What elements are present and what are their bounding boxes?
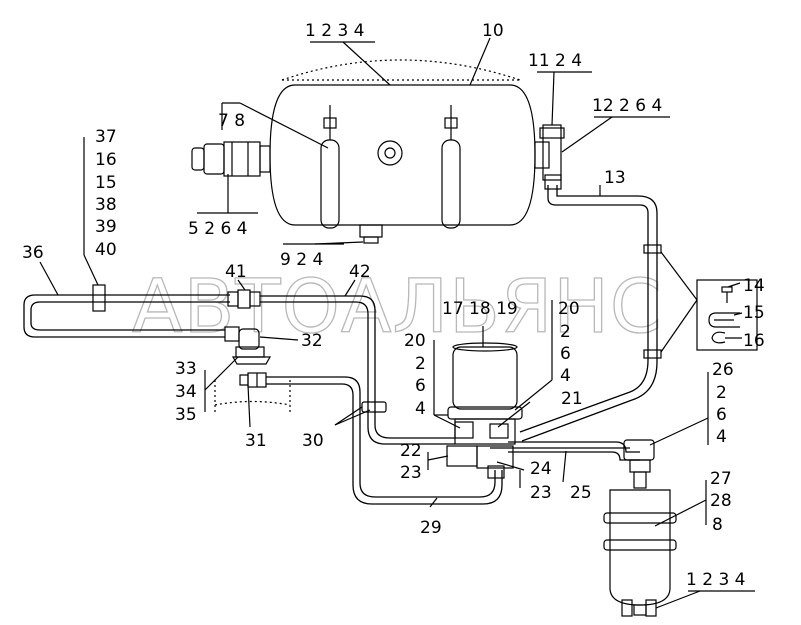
label-1-2-3-4-bottom: 1 2 3 4 [686, 570, 745, 590]
clamp-icon [708, 312, 740, 328]
label-15-left: 15 [95, 173, 117, 193]
label-17-18-19: 17 18 19 [442, 299, 518, 319]
label-34: 34 [175, 382, 197, 402]
label-35: 35 [175, 405, 197, 425]
valve-assembly-18 [446, 342, 523, 479]
fitting-26 [623, 439, 655, 489]
label-26: 26 [712, 360, 734, 380]
label-36: 36 [22, 243, 44, 263]
label-24: 24 [530, 459, 552, 479]
label-27: 27 [710, 469, 732, 489]
label-39: 39 [95, 217, 117, 237]
pipe-clamp-36 [92, 284, 106, 312]
label-33: 33 [175, 359, 197, 379]
label-23-left: 23 [400, 463, 422, 483]
label-4-c: 4 [716, 427, 727, 447]
label-32: 32 [301, 331, 323, 351]
label-31: 31 [245, 431, 267, 451]
label-16-right: 16 [743, 331, 765, 351]
fitting-41 [227, 289, 455, 445]
label-20-left: 20 [404, 331, 426, 351]
label-13: 13 [604, 168, 626, 188]
label-25: 25 [570, 483, 592, 503]
receiver-left-fitting [191, 141, 271, 177]
label-37: 37 [95, 127, 117, 147]
label-4-right: 4 [560, 366, 571, 386]
label-4-left: 4 [415, 399, 426, 419]
label-2-right: 2 [560, 322, 571, 342]
fitting-31 [239, 372, 267, 388]
label-28: 28 [710, 491, 732, 511]
clip-icon [711, 331, 726, 344]
pipe-29 [266, 376, 496, 498]
receiver-drain-valve [359, 224, 383, 244]
label-14: 14 [743, 276, 765, 296]
lower-receiver-27 [603, 489, 677, 617]
pipe-13 [519, 185, 649, 433]
fitting-32 [224, 326, 272, 365]
label-23-right: 23 [530, 483, 552, 503]
label-9-2-4: 9 2 4 [280, 250, 323, 270]
label-16-left: 16 [95, 150, 117, 170]
label-30: 30 [302, 431, 324, 451]
label-21: 21 [561, 389, 583, 409]
callout-labels: 1 2 3 4 10 11 2 4 12 2 6 4 7 8 5 2 6 4 9… [22, 21, 765, 590]
label-6-c: 6 [716, 405, 727, 425]
label-40: 40 [95, 240, 117, 260]
label-6-left: 6 [415, 376, 426, 396]
air-receiver [269, 59, 536, 226]
label-2-c: 2 [716, 383, 727, 403]
watermark: АВТОАЛЬЯНС [132, 264, 663, 350]
receiver-strap-left [320, 105, 340, 229]
label-2-left: 2 [415, 354, 426, 374]
receiver-strap-right [441, 105, 461, 229]
label-12-2-6-4: 12 2 6 4 [592, 96, 662, 116]
label-41: 41 [225, 262, 247, 282]
label-42: 42 [349, 262, 371, 282]
label-6-right: 6 [560, 344, 571, 364]
label-1-2-3-4-top: 1 2 3 4 [305, 21, 364, 41]
receiver-right-fitting [534, 124, 565, 190]
pipe-clamp-lower [643, 349, 662, 359]
label-15-right: 15 [743, 303, 765, 323]
leader-lines [39, 37, 755, 609]
pipe-36 [23, 294, 230, 338]
clamp-detail-box [696, 279, 758, 351]
label-7-8: 7 8 [218, 111, 245, 131]
label-10: 10 [482, 21, 504, 41]
label-11-2-4: 11 2 4 [528, 51, 582, 71]
pipe-clamp-upper [643, 244, 662, 254]
label-8-bottom: 8 [712, 515, 723, 535]
label-22: 22 [400, 441, 422, 461]
label-20-right: 20 [558, 299, 580, 319]
label-38: 38 [95, 195, 117, 215]
label-5-2-6-4: 5 2 6 4 [188, 219, 247, 239]
pipe-clamp-30 [361, 401, 387, 413]
label-29: 29 [420, 518, 442, 538]
bolt-icon [721, 286, 733, 303]
